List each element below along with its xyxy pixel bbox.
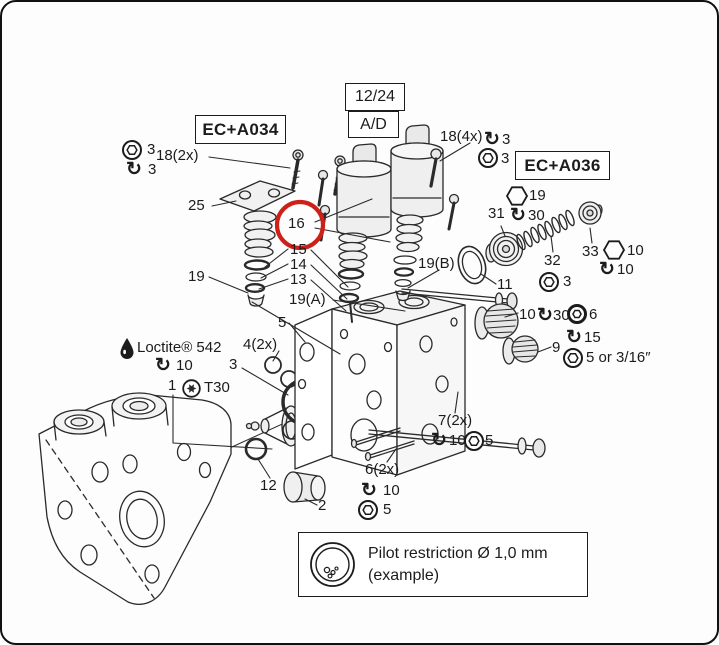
callout-1: 1: [168, 377, 177, 394]
torx-t30-icon: [182, 379, 201, 403]
callout-5: 5: [278, 314, 287, 331]
hex-socket-icon: [478, 148, 498, 168]
nut-33: [578, 201, 603, 225]
torque-arrow-icon: ↻: [431, 430, 447, 451]
hex-key-size-icon: [505, 184, 529, 213]
callout-18-4x: 18(4x): [440, 128, 483, 145]
torque-value-label: 15: [584, 329, 601, 346]
torque-value-label: 10: [383, 482, 400, 499]
pilot-note-text: Pilot restriction Ø 1,0 mm (example): [368, 543, 548, 586]
torque-arrow-icon: ↻: [484, 129, 500, 150]
valve-housing: [38, 392, 232, 605]
hex-socket-icon: [358, 500, 378, 520]
callout-4-2x: 4(2x): [243, 336, 278, 353]
assembly-label-ec-a036: EC+A036: [524, 155, 601, 175]
voltage-box: 12/24: [345, 83, 405, 111]
hex-size-label: 19: [529, 187, 546, 204]
callout-7-2x: 7(2x): [438, 412, 473, 429]
torque-arrow-icon: ↻: [599, 259, 615, 280]
callout-12: 12: [260, 477, 277, 494]
torque-value-label: 30: [528, 207, 545, 224]
torque-value-label: 10: [176, 357, 193, 374]
torx-size-label: T30: [204, 379, 230, 396]
plug-10: [474, 303, 519, 340]
torque-arrow-icon: ↻: [155, 355, 171, 376]
callout-3-oring: 3: [229, 356, 238, 373]
assembly-box-ec-a034: EC+A034: [195, 115, 286, 144]
hex-size-label: 3: [563, 273, 572, 290]
torque-arrow-icon: ↻: [566, 327, 582, 348]
hex-socket-icon: [122, 140, 142, 160]
plug-2: [283, 471, 326, 503]
hex-key-size-icon: [602, 238, 626, 267]
solenoid-right: [390, 124, 460, 302]
assembly-box-ec-a036: EC+A036: [515, 151, 610, 180]
pilot-note-line2: (example): [368, 566, 440, 584]
callout-18-2x: 18(2x): [156, 147, 199, 164]
callout-10: 10: [519, 306, 536, 323]
signal-label: A/D: [360, 115, 387, 133]
callout-15: 15: [290, 241, 307, 258]
hex-socket-icon: [464, 431, 484, 451]
red-highlight-circle: [274, 199, 326, 251]
callout-32: 32: [544, 252, 561, 269]
callout-11: 11: [497, 276, 513, 293]
plug-9: [502, 335, 539, 365]
torque-arrow-icon: ↻: [510, 205, 526, 226]
loctite-label: Loctite® 542: [137, 339, 222, 356]
torque-value-label: 30: [553, 307, 570, 324]
loctite-drop-icon: [119, 337, 135, 364]
hex-socket-icon: [563, 348, 583, 368]
callout-19: 19: [188, 268, 205, 285]
solenoid-center: [317, 143, 392, 323]
callout-25: 25: [188, 197, 205, 214]
plug-31: [485, 231, 524, 267]
callout-16: 16: [288, 215, 305, 232]
torque-value-label: 3: [502, 131, 511, 148]
hex-size-label: 5 or 3/16″: [586, 349, 651, 366]
hex-size-label: 5: [383, 501, 392, 518]
torque-value-label: 3: [148, 161, 157, 178]
hex-size-label: 10: [627, 242, 644, 259]
callout-6-2x: 6(2x): [365, 461, 400, 478]
torque-value-label: 10: [617, 261, 634, 278]
pilot-restriction-note: Pilot restriction Ø 1,0 mm (example): [298, 532, 588, 597]
assembly-label-ec-a034: EC+A034: [202, 119, 279, 139]
torque-value-label: 10: [449, 432, 466, 449]
signal-box: A/D: [348, 111, 399, 138]
leader-lines: [172, 142, 593, 506]
ring-11: [457, 245, 487, 285]
hex-size-label: 5: [485, 432, 494, 449]
callout-2: 2: [318, 497, 327, 514]
small-studs: [350, 427, 415, 462]
spring-32: [516, 209, 575, 251]
torque-arrow-icon: ↻: [537, 305, 553, 326]
torque-arrow-icon: ↻: [126, 159, 142, 180]
callout-31: 31: [488, 205, 505, 222]
callout-14: 14: [290, 256, 307, 273]
hex-socket-icon: [539, 272, 559, 292]
callout-19a: 19(A): [289, 291, 326, 308]
solenoid-left-25: [219, 180, 296, 307]
hex-socket-icon: [567, 304, 587, 324]
callout-19b: 19(B): [418, 255, 455, 272]
pilot-orifice-icon: [309, 541, 356, 588]
callout-33: 33: [582, 243, 599, 260]
voltage-label: 12/24: [354, 88, 396, 105]
torque-arrow-icon: ↻: [361, 480, 377, 501]
callout-9: 9: [552, 339, 561, 356]
pilot-note-line1: Pilot restriction Ø 1,0 mm: [368, 544, 548, 562]
callout-13: 13: [290, 271, 307, 288]
hex-size-label: 3: [147, 141, 156, 158]
hex-size-label: 6: [589, 306, 598, 323]
hex-size-label: 3: [501, 150, 510, 167]
